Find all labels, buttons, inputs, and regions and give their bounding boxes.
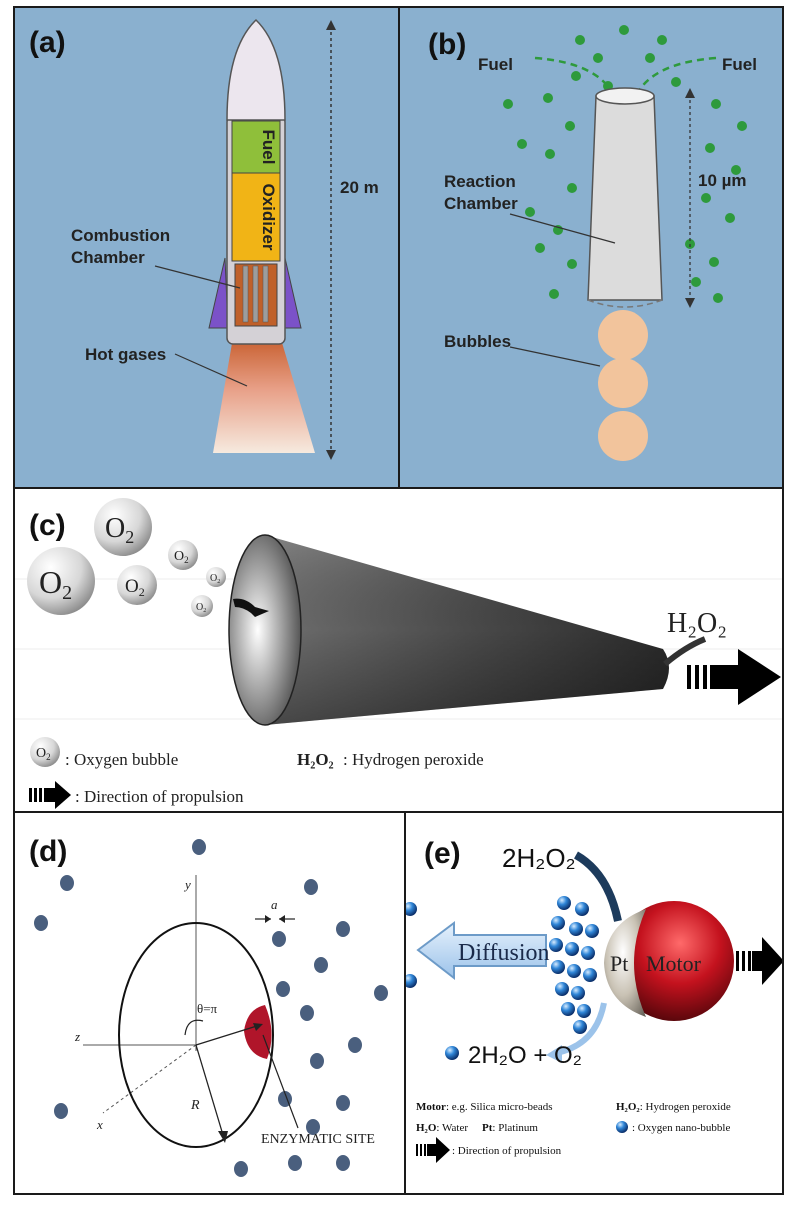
combustion-label: Combustion <box>71 226 170 245</box>
motor-sphere <box>118 922 274 1148</box>
panel-b-micromotor: (b) Fuel Fuel <box>398 6 784 489</box>
nose-cone <box>226 18 286 121</box>
legend-motor-text: : e.g. Silica micro-beads <box>446 1101 553 1113</box>
reactant-text: 2H₂O₂ <box>502 843 576 873</box>
motor-label: Motor <box>646 951 702 976</box>
panel-a-label: (a) <box>29 26 66 59</box>
oxidizer-tank <box>231 172 281 262</box>
spacing-label: a <box>271 897 278 912</box>
fuel-right-label: Fuel <box>722 55 757 74</box>
panel-c-tubular-motor: (c) O2 O2 O2 O2 O2 O2 H₂O₂ <box>13 487 784 813</box>
legend-h2o2-text: : Hydrogen peroxide <box>343 750 484 769</box>
svg-text:Motor: e.g. Silica micro-beads: Motor: e.g. Silica micro-beads <box>416 1101 553 1113</box>
h2o2-label: H₂O₂ <box>667 608 727 639</box>
panel-a-rocket: (a) Fuel Oxidizer 20 m Combustion Chambe… <box>13 6 400 489</box>
hot-gases-plume <box>213 326 315 453</box>
oxygen-bubbles: O2 O2 O2 O2 O2 O2 <box>27 498 226 617</box>
legend-water-key: H₂O <box>416 1122 437 1134</box>
left-fin <box>208 257 229 329</box>
fuel-tank <box>231 120 281 174</box>
svg-text:O2: O2 <box>36 746 51 762</box>
legend-pt-key: Pt <box>482 1122 493 1134</box>
chamber-label: Chamber <box>71 248 145 267</box>
panel-b-label: (b) <box>428 28 466 61</box>
motor-sphere-red <box>614 901 734 1021</box>
panel-d-label: (d) <box>29 835 67 868</box>
panel-e-label: (e) <box>424 837 461 870</box>
bubble-2 <box>598 358 648 408</box>
svg-text:O2: O2 <box>174 549 189 565</box>
chamber-label-b: Chamber <box>444 194 518 213</box>
legend-nano-bubble-icon <box>616 1121 628 1133</box>
svg-text:O2: O2 <box>196 602 206 614</box>
legend-direction-arrow-e <box>416 1137 450 1163</box>
diffusion-text: Diffusion <box>458 940 550 966</box>
panel-e-janus-motor: (e) 2H₂O₂ Diffusion Pt Motor <box>404 811 784 1195</box>
axis-y: y <box>183 877 191 892</box>
propulsion-arrow-e <box>736 937 782 985</box>
pt-label: Pt <box>610 951 628 976</box>
enzymatic-site <box>244 1005 272 1059</box>
hot-gases-label: Hot gases <box>85 345 166 364</box>
legend-direction-text: : Direction of propulsion <box>75 787 244 806</box>
legend-bubble-text: : Oxygen bubble <box>65 750 178 769</box>
legend-direction-arrow <box>29 781 71 809</box>
legend-bubble-icon <box>30 737 60 767</box>
platinum-cap <box>604 909 646 1017</box>
legend-water-text: : Water <box>436 1122 468 1134</box>
svg-text:H₂O₂: Hydrogen peroxide: H₂O₂: Hydrogen peroxide <box>616 1101 731 1113</box>
size-label: 10 µm <box>698 171 747 190</box>
svg-text:O2: O2 <box>39 564 72 604</box>
bubble-1 <box>598 310 648 360</box>
radius-label: R <box>190 1098 200 1113</box>
legend-h2o2-key-e: H₂O₂ <box>616 1101 640 1113</box>
theta-label: θ=π <box>197 1001 218 1016</box>
fuel-text: Fuel <box>259 130 278 165</box>
substrate-molecules <box>34 839 388 1177</box>
legend-direction-text-e: : Direction of propulsion <box>452 1145 562 1157</box>
oxygen-nano-bubbles <box>406 896 599 1060</box>
legend-motor-key: Motor <box>416 1101 446 1113</box>
svg-text:O2: O2 <box>125 576 145 599</box>
reaction-chamber <box>587 95 663 301</box>
products-text: 2H₂O + O₂ <box>468 1042 582 1069</box>
oxidizer-text: Oxidizer <box>259 183 278 250</box>
panel-d-enzymatic-sphere: (d) y z x θ=π R <box>13 811 406 1195</box>
fuel-molecules <box>503 25 747 303</box>
panel-c-label: (c) <box>29 509 66 542</box>
height-label: 20 m <box>340 178 379 197</box>
reaction-label: Reaction <box>444 172 516 191</box>
enzymatic-site-label: ENZYMATIC SITE <box>261 1132 375 1147</box>
bubble-3 <box>598 411 648 461</box>
bubbles-label: Bubbles <box>444 332 511 351</box>
legend-h2o2-key: H₂O₂ <box>297 750 334 769</box>
svg-text:O2: O2 <box>105 513 134 547</box>
tubular-microengine <box>228 534 707 726</box>
propulsion-arrow <box>687 649 781 705</box>
axis-z: z <box>74 1029 80 1044</box>
legend-bubble-text-e: : Oxygen nano-bubble <box>632 1122 730 1134</box>
axis-x: x <box>96 1117 103 1132</box>
legend-h2o2-text-e: : Hydrogen peroxide <box>640 1101 731 1113</box>
diffusion-arrow: Diffusion <box>416 921 550 981</box>
fuel-left-label: Fuel <box>478 55 513 74</box>
legend-pt-text: : Platinum <box>492 1122 538 1134</box>
svg-text:O2: O2 <box>210 573 220 585</box>
